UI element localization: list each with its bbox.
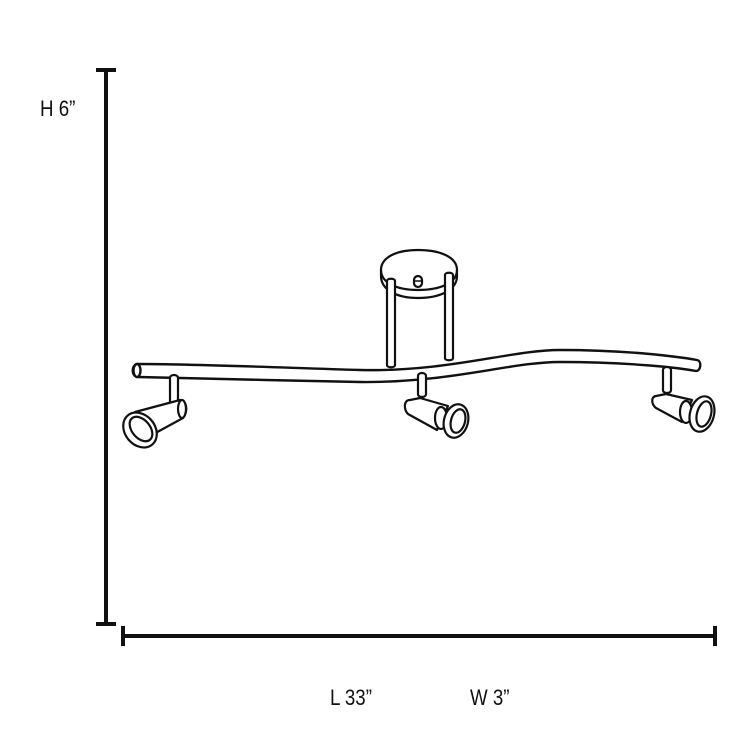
spotlight-left-icon — [122, 373, 188, 449]
curved-bar-icon — [131, 348, 702, 384]
height-dimension-line — [96, 68, 116, 626]
spotlight-middle-icon — [403, 371, 470, 439]
support-rods-icon — [385, 271, 455, 369]
length-dimension-line — [121, 626, 717, 646]
canopy-icon — [379, 248, 459, 300]
width-dimension-label: W 3” — [470, 685, 510, 710]
spotlight-right-icon — [651, 365, 716, 433]
length-dimension-label: L 33” — [330, 685, 372, 710]
height-dimension-label: H 6” — [40, 96, 76, 121]
